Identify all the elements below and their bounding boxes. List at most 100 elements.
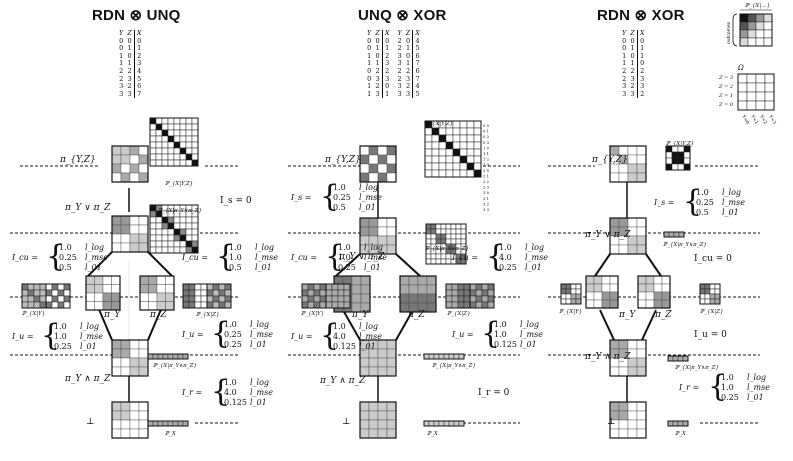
partition-cell xyxy=(111,145,122,156)
matrix-cell xyxy=(218,289,226,297)
partition-cell xyxy=(359,217,370,228)
matrix-cell xyxy=(161,240,169,248)
bar-cell xyxy=(423,420,430,427)
partition-cell xyxy=(618,163,629,174)
partition-cell xyxy=(627,410,638,421)
truth-cell: 1 xyxy=(630,44,635,53)
loss-name: l_01 xyxy=(250,398,267,407)
matrix-cell xyxy=(430,233,437,240)
truth-cell: 2 xyxy=(133,52,144,61)
truth-cell: 6 xyxy=(412,52,422,61)
measure-name: I_cu = xyxy=(182,253,209,262)
lattice-edge xyxy=(599,309,615,341)
matrix-cell xyxy=(167,135,175,143)
node-z xyxy=(399,275,437,313)
partition-cell xyxy=(120,401,131,412)
label-z-unq-xor: π_Z xyxy=(408,310,425,320)
partition-cell xyxy=(386,357,397,368)
matrix-cell xyxy=(473,141,482,150)
matrix-cell xyxy=(481,283,489,291)
joint-row-tick: 3 1 xyxy=(483,196,489,201)
partition-cell xyxy=(359,366,370,377)
legend-z-row: Z = 0 xyxy=(719,102,734,108)
matrix-cell xyxy=(301,289,309,297)
partition-cell xyxy=(359,428,370,439)
matrix-cell xyxy=(191,159,199,167)
matrix-cell xyxy=(224,289,232,297)
partition-cell xyxy=(138,224,149,235)
truth-cell: 2 xyxy=(397,74,402,83)
matrix-cell xyxy=(452,134,461,143)
truth-cell: 3 xyxy=(381,75,392,84)
partition-cell xyxy=(377,154,388,165)
measure-name: I_r = xyxy=(182,388,203,397)
matrix-cell xyxy=(182,295,190,303)
panel-title-rdn-unq: RDN ⊗ UNQ xyxy=(92,7,181,24)
matrix-cell xyxy=(224,295,232,303)
matrix-cell xyxy=(445,283,453,291)
matrix-cell xyxy=(445,162,454,171)
truth-cell: 3 xyxy=(381,60,392,68)
matrix-cell xyxy=(452,155,461,164)
matrix-cell xyxy=(191,234,199,242)
matrix-cell xyxy=(206,301,214,309)
partition-cell xyxy=(360,284,371,295)
partition-cell xyxy=(85,275,95,285)
partition-cell xyxy=(618,172,629,183)
partition-cell xyxy=(111,357,122,368)
truth-cell: 0 xyxy=(381,83,392,91)
truth-cell: 2 xyxy=(381,52,392,61)
matrix-cell xyxy=(487,283,495,291)
matrix-cell xyxy=(424,155,433,164)
partition-cell xyxy=(368,419,379,430)
bar-cell xyxy=(428,420,435,427)
matrix-cell xyxy=(179,135,187,143)
matrix-cell xyxy=(457,301,465,309)
partition-cell xyxy=(636,172,647,183)
matrix-cell xyxy=(466,120,475,129)
matrix-cell xyxy=(173,123,181,131)
matrix-cell xyxy=(425,253,432,260)
matrix-cell xyxy=(475,295,483,303)
bar-cell xyxy=(667,420,674,427)
matrix-cell xyxy=(709,283,716,290)
matrix-cell xyxy=(435,253,442,260)
partition-cell xyxy=(585,299,595,309)
truth-cell: 2 xyxy=(119,74,124,83)
matrix-y-left2 xyxy=(325,283,351,309)
matrix-cell xyxy=(57,301,65,309)
brace-glyph: { xyxy=(46,239,66,274)
bar-cell xyxy=(678,231,685,238)
matrix-cell xyxy=(424,169,433,178)
matrix-cell xyxy=(331,301,339,309)
matrix-cell xyxy=(424,141,433,150)
matrix-cell xyxy=(737,91,748,102)
matrix-cell xyxy=(161,246,169,254)
label-bottom-rdn-unq: ⊥ xyxy=(86,417,95,427)
joint-row-tick: 1 0 xyxy=(483,145,490,150)
loss-name: l_log xyxy=(255,243,275,252)
matrix-cell xyxy=(677,157,685,165)
matrix-cell xyxy=(167,222,175,230)
truth-cell: 3 xyxy=(119,82,124,91)
matrix-cell xyxy=(565,293,572,300)
matrix-cell xyxy=(45,289,53,297)
partition-cell xyxy=(627,401,638,412)
matrix-cell xyxy=(200,301,208,309)
partition-cell xyxy=(636,226,647,237)
partition-cell xyxy=(593,283,603,293)
partition-cell xyxy=(111,224,122,235)
matrix-cell xyxy=(473,169,482,178)
truth-cell: 3 xyxy=(622,89,627,98)
bar-cell xyxy=(448,353,455,360)
bar-cell xyxy=(182,420,189,427)
matrix-cell xyxy=(161,222,169,230)
matrix-cell xyxy=(683,163,691,171)
matrix-cell xyxy=(445,295,453,303)
matrix-cell xyxy=(755,91,766,102)
matrix-cell xyxy=(739,21,749,31)
truth-cell: 1 xyxy=(622,51,627,60)
loss-name: l_01 xyxy=(525,263,542,272)
matrix-cell xyxy=(319,289,327,297)
truth-cell: 3 xyxy=(405,74,411,83)
